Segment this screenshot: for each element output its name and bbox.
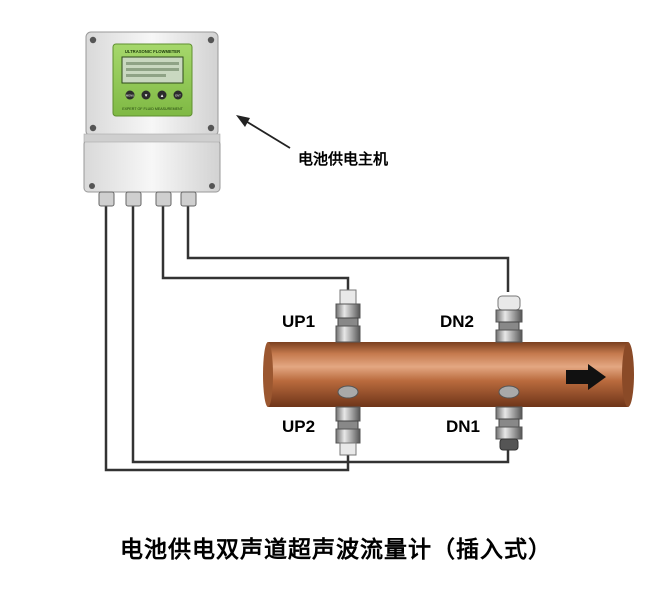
transducer-up2 <box>335 385 361 456</box>
screw-icon <box>89 183 95 189</box>
host-label: 电池供电主机 <box>298 150 389 168</box>
screw-icon <box>209 183 215 189</box>
figure-caption: 电池供电双声道超声波流量计（插入式） <box>120 537 552 563</box>
menu-button[interactable] <box>125 90 135 100</box>
cable-dn2 <box>186 205 510 292</box>
button-label: ▼ <box>145 93 148 97</box>
label-up1: UP1 <box>282 312 316 331</box>
pointer-arrow <box>236 115 291 149</box>
cable-glands <box>98 191 197 207</box>
up-button[interactable] <box>157 90 167 100</box>
label-dn2: DN2 <box>440 312 475 331</box>
button-label: ▲ <box>161 93 164 97</box>
host-lower-case <box>83 139 221 193</box>
screw-icon <box>207 36 215 44</box>
screen-title: ULTRASONIC FLOWMETER <box>125 49 180 54</box>
label-up2: UP2 <box>282 417 316 436</box>
button-label: MENU <box>126 93 134 97</box>
enter-button[interactable] <box>173 90 183 100</box>
screw-icon <box>89 36 97 44</box>
screw-icon <box>207 124 215 132</box>
transducer-dn2 <box>495 295 523 343</box>
flow-arrow-icon <box>566 364 606 390</box>
transducer-up1 <box>335 289 361 343</box>
panel-footer: EXPERT OF FLUID MEASUREMENT <box>122 107 183 111</box>
signal-cables <box>104 205 510 472</box>
cable-up1 <box>161 205 350 292</box>
cable-dn1 <box>131 205 510 464</box>
screw-icon <box>89 124 97 132</box>
label-dn1: DN1 <box>446 417 481 436</box>
button-label: ENT <box>175 93 181 97</box>
down-button[interactable] <box>141 90 151 100</box>
transducer-dn1 <box>495 385 523 451</box>
host-unit: ULTRASONIC FLOWMETER MENU ▼ ▲ ENT EXPERT… <box>83 31 221 207</box>
